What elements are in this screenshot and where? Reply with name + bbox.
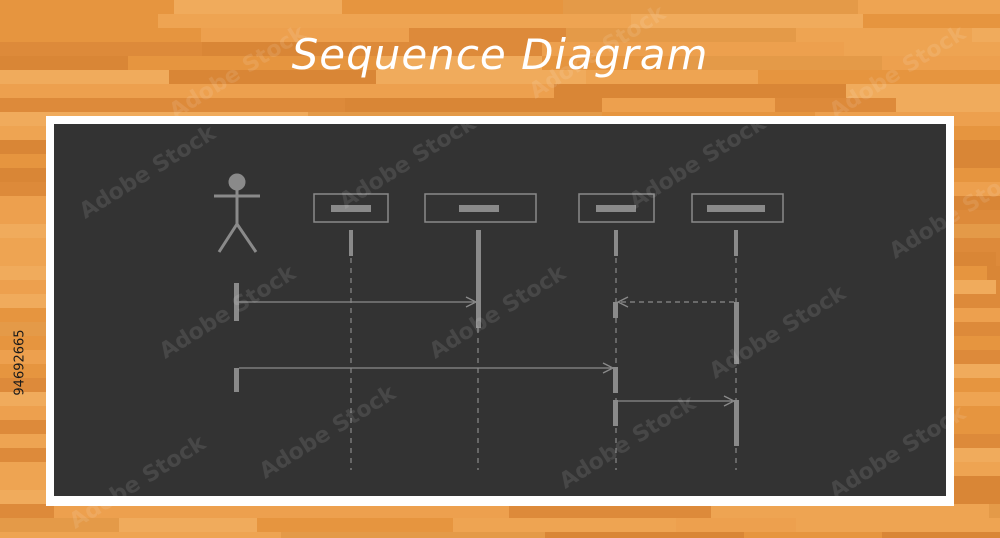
wood-plank — [0, 14, 158, 28]
wood-plank — [376, 70, 586, 84]
wood-plank — [542, 42, 677, 56]
wood-plank — [0, 504, 54, 518]
wood-plank — [128, 56, 378, 70]
wood-plank — [775, 98, 896, 112]
stock-id-label: 94692665 — [12, 329, 28, 396]
wood-plank — [0, 518, 119, 532]
lifeline-head-3 — [614, 230, 618, 256]
activation-actor-2 — [234, 368, 239, 392]
wood-plank — [257, 518, 453, 532]
wood-plank — [542, 56, 680, 70]
wood-plank — [182, 98, 345, 112]
wood-plank — [896, 98, 1000, 112]
wood-plank — [950, 448, 1000, 462]
wood-plank — [241, 84, 554, 98]
wood-plank — [545, 532, 744, 538]
wood-plank — [711, 504, 989, 518]
wood-plank — [377, 14, 631, 28]
stick-figure-icon — [214, 173, 260, 253]
lifeline-head-4 — [734, 230, 738, 256]
activation-participant-3-c — [613, 400, 618, 426]
arrowhead-3 — [602, 362, 615, 374]
arrowhead-2 — [616, 296, 629, 308]
wood-plank — [858, 0, 1000, 14]
wood-plank — [202, 42, 352, 56]
wood-plank — [602, 98, 775, 112]
wood-plank — [251, 504, 509, 518]
wood-plank — [631, 14, 863, 28]
wood-plank — [987, 266, 1000, 280]
wood-plank — [0, 0, 174, 14]
wood-plank — [0, 42, 202, 56]
activation-actor-1 — [234, 283, 239, 321]
wood-plank — [0, 98, 182, 112]
wood-plank — [409, 28, 566, 42]
wood-plank — [169, 70, 376, 84]
participant-box-3 — [578, 193, 655, 223]
wood-plank — [378, 56, 542, 70]
wood-plank — [882, 56, 1000, 70]
wood-plank — [796, 518, 1000, 532]
activation-participant-3-b — [613, 367, 618, 393]
wood-plank — [352, 42, 542, 56]
wood-plank — [509, 504, 711, 518]
wood-plank — [174, 0, 342, 14]
wood-plank — [677, 42, 844, 56]
wood-plank — [345, 98, 602, 112]
wood-plank — [863, 14, 1000, 28]
arrowhead-4 — [723, 395, 736, 407]
activation-participant-4-b — [734, 400, 739, 446]
wood-plank — [958, 434, 1000, 448]
wood-plank — [0, 70, 169, 84]
wood-plank — [201, 28, 409, 42]
activation-participant-3-a — [613, 302, 618, 318]
wood-plank — [563, 0, 858, 14]
participant-box-1 — [313, 193, 389, 223]
wood-plank — [846, 84, 1000, 98]
wood-plank — [342, 0, 563, 14]
chalkboard — [54, 124, 946, 496]
wood-plank — [586, 70, 758, 84]
participant-box-2 — [424, 193, 537, 223]
wood-plank — [844, 42, 1000, 56]
wood-plank — [949, 476, 1000, 490]
wood-plank — [882, 532, 1000, 538]
wood-plank — [680, 56, 882, 70]
wood-plank — [996, 280, 1000, 294]
wood-plank — [281, 532, 545, 538]
wood-plank — [0, 84, 241, 98]
wood-plank — [676, 518, 796, 532]
wood-plank — [0, 28, 201, 42]
wood-plank — [0, 56, 128, 70]
wood-plank — [566, 28, 796, 42]
wood-plank — [758, 70, 1000, 84]
wood-plank — [54, 504, 251, 518]
participant-box-4 — [691, 193, 784, 223]
activation-participant-2 — [476, 230, 481, 328]
wood-plank — [119, 518, 257, 532]
wood-plank — [0, 532, 281, 538]
wood-plank — [989, 504, 1000, 518]
wood-plank — [158, 14, 377, 28]
wood-plank — [554, 84, 846, 98]
activation-participant-4-a — [734, 302, 739, 364]
wood-plank — [453, 518, 676, 532]
wood-plank — [996, 252, 1000, 266]
wood-plank — [796, 28, 972, 42]
wood-plank — [972, 28, 1000, 42]
wood-plank — [744, 532, 882, 538]
lifeline-head-1 — [349, 230, 353, 256]
arrowhead-1 — [465, 296, 478, 308]
diagram-title: Sequence Diagram — [291, 30, 709, 79]
